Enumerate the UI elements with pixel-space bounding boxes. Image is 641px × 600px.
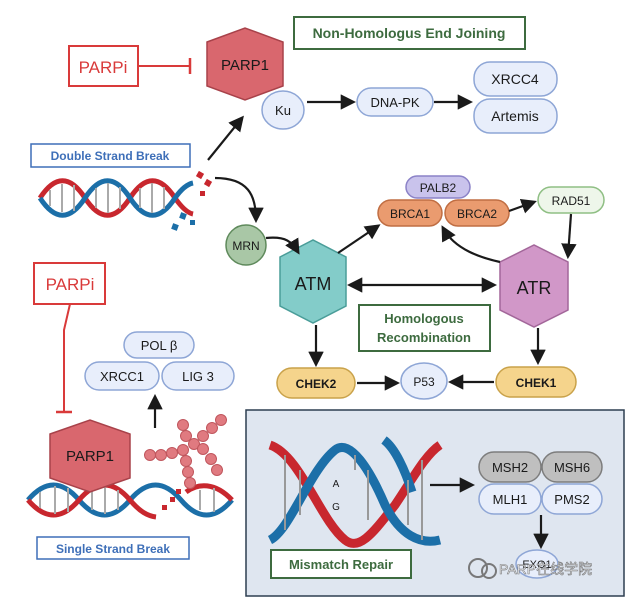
mrn-node: MRN [225, 224, 267, 266]
p53-label: P53 [413, 375, 435, 389]
p53-node: P53 [400, 362, 448, 400]
ssb-label: Single Strand Break [56, 542, 170, 556]
hr-title-line2: Recombination [377, 330, 471, 345]
brca2-label: BRCA2 [457, 207, 497, 221]
chek2-label: CHEK2 [296, 377, 337, 391]
atr-node: ATR [499, 244, 569, 328]
brca2-node: BRCA2 [444, 199, 510, 227]
palb2-label: PALB2 [420, 181, 457, 195]
lig3-node: LIG 3 [161, 361, 235, 391]
exo1-node: EXO1 [515, 549, 559, 579]
dsb-dna-helix [37, 170, 213, 231]
brca1-label: BRCA1 [390, 207, 430, 221]
xrcc1-label: XRCC1 [100, 369, 144, 384]
mlh1-node: MLH1 [478, 483, 542, 515]
chek2-node: CHEK2 [276, 367, 356, 399]
msh2-node: MSH2 [478, 451, 542, 483]
chek1-label: CHEK1 [516, 376, 557, 390]
ssb-dna-helix [26, 482, 234, 520]
hr-title-box: Homologous Recombination [358, 304, 491, 352]
xrcc4-label: XRCC4 [491, 71, 539, 87]
mmr-title-box: Mismatch Repair [270, 549, 412, 579]
dnapk-node: DNA-PK [356, 87, 434, 117]
exo1-label: EXO1 [522, 559, 551, 571]
polb-label: POL β [141, 338, 178, 353]
dnapk-label: DNA-PK [370, 95, 419, 110]
wechat-icon [468, 558, 488, 578]
dna-letter-a: A [333, 479, 340, 490]
artemis-node: Artemis [473, 98, 558, 134]
ku-node: Ku [261, 90, 305, 130]
mmr-title: Mismatch Repair [289, 557, 393, 572]
parp1-top-label: PARP1 [221, 57, 269, 74]
parp1-top-node: PARP1 [206, 27, 284, 101]
lig3-label: LIG 3 [182, 369, 214, 384]
atr-label: ATR [517, 278, 552, 298]
mmr-dna-helix: A G [267, 436, 443, 548]
msh6-node: MSH6 [541, 451, 603, 483]
nhej-title: Non-Homologus End Joining [313, 25, 506, 41]
msh2-label: MSH2 [492, 460, 528, 475]
parp1-bottom-node: PARP1 [49, 419, 131, 493]
polb-node: POL β [123, 331, 195, 359]
watermark: PARP在线学院 [468, 558, 592, 579]
watermark-text: PARP在线学院 [499, 561, 592, 577]
hr-title-line1: Homologous [384, 311, 463, 326]
parp1-bottom-label: PARP1 [66, 448, 114, 465]
parpi-left-box: PARPi [33, 262, 106, 305]
mlh1-label: MLH1 [493, 492, 528, 507]
parpi-top-box: PARPi [68, 45, 139, 87]
brca1-node: BRCA1 [377, 199, 443, 227]
atm-label: ATM [295, 274, 332, 294]
nhej-title-box: Non-Homologus End Joining [293, 16, 526, 50]
par-chain [144, 414, 227, 489]
parpi-inhibition-line-left [63, 303, 71, 412]
ssb-label-box: Single Strand Break [36, 536, 190, 560]
pms2-label: PMS2 [554, 492, 589, 507]
xrcc1-node: XRCC1 [84, 361, 160, 391]
parpi-top-label: PARPi [79, 58, 128, 77]
pms2-node: PMS2 [541, 483, 603, 515]
dna-letter-g: G [332, 502, 340, 513]
rad51-label: RAD51 [552, 194, 591, 208]
rad51-node: RAD51 [537, 186, 605, 214]
ku-label: Ku [275, 103, 291, 118]
msh6-label: MSH6 [554, 460, 590, 475]
chek1-node: CHEK1 [495, 366, 577, 398]
artemis-label: Artemis [491, 108, 538, 124]
dsb-label-box: Double Strand Break [30, 143, 191, 168]
dsb-label: Double Strand Break [51, 149, 170, 163]
mrn-label: MRN [232, 239, 259, 253]
parpi-left-label: PARPi [46, 275, 95, 294]
xrcc4-node: XRCC4 [473, 61, 558, 97]
atm-node: ATM [279, 239, 347, 324]
palb2-node: PALB2 [405, 175, 471, 199]
pathway-arrows [147, 94, 577, 550]
